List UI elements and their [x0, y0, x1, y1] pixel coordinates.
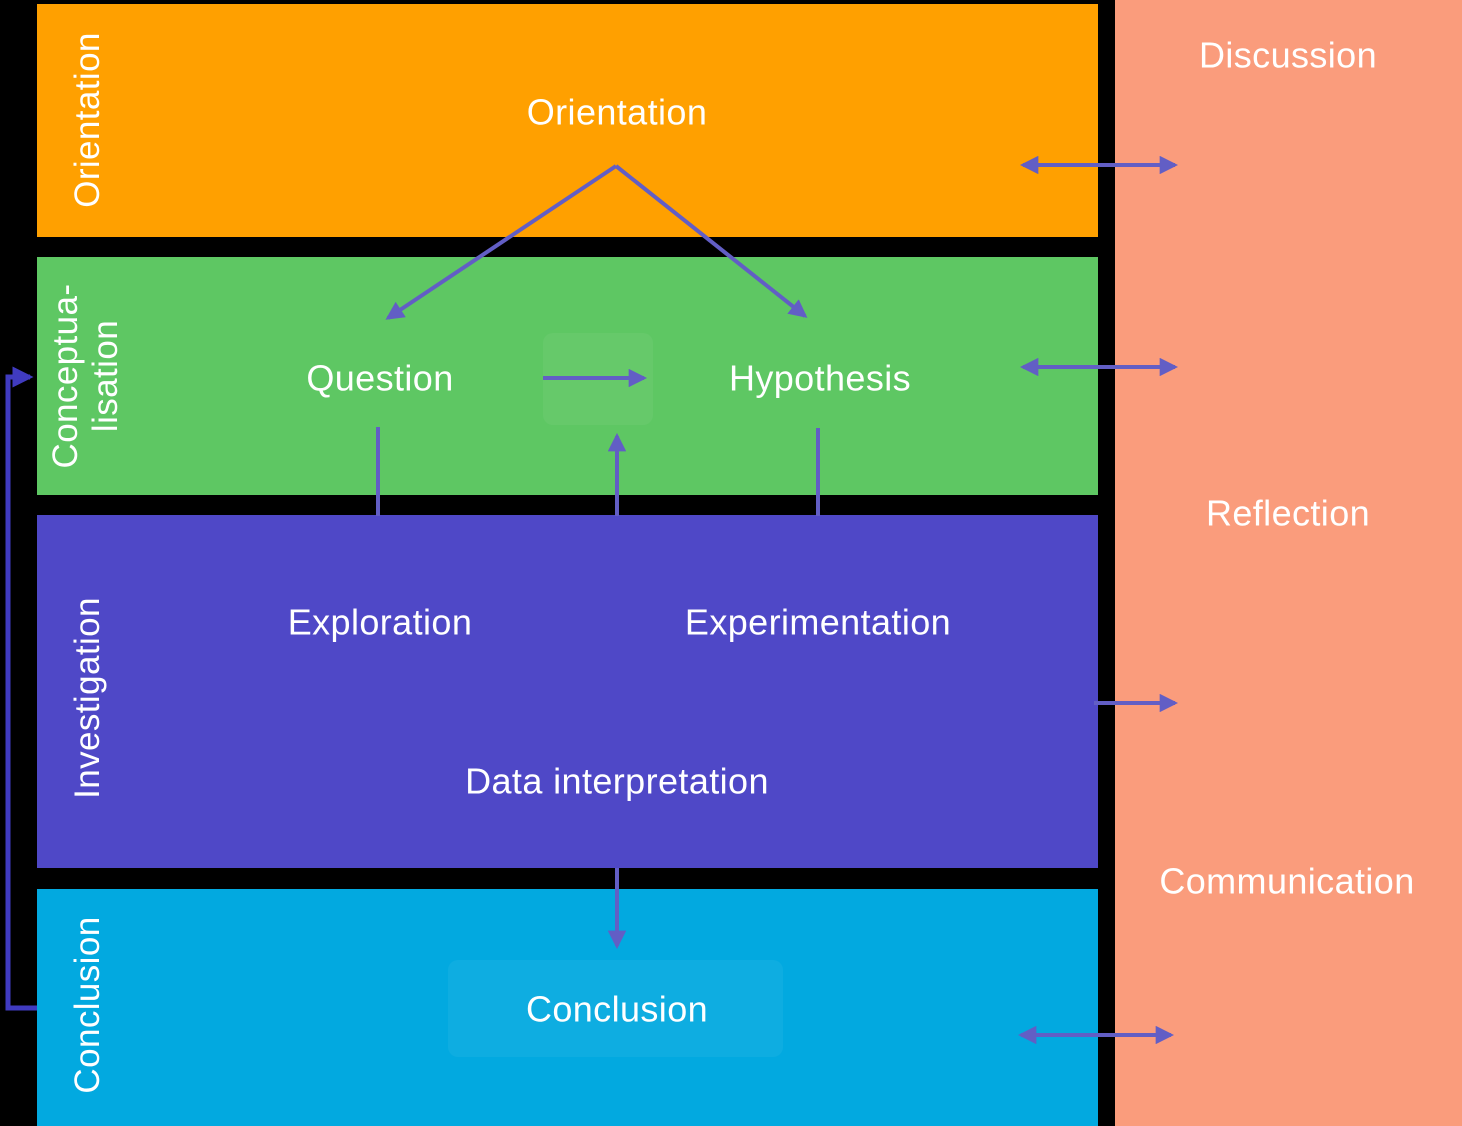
conceptualisation-phase-label-line1: Conceptua- [45, 283, 85, 469]
highlight-overlay [448, 960, 783, 1057]
exploration-node: Exploration [287, 601, 473, 643]
experimentation-node: Experimentation [684, 601, 952, 643]
arrow-conclusion-loop-to-conceptualisation [5, 366, 37, 1011]
conceptualisation-phase-label: Conceptua- lisation [46, 176, 127, 576]
arrow-orientation-to-question [385, 164, 618, 320]
discussion-reflection-side-panel [1115, 0, 1462, 1126]
investigation-band [37, 515, 1098, 868]
data-interpretation-node: Data interpretation [465, 760, 769, 802]
reflection-label: Reflection [1205, 492, 1371, 534]
arrow-orientation-to-hypothesis [614, 164, 808, 318]
discussion-label: Discussion [1198, 34, 1378, 76]
investigation-phase-label: Investigation [67, 597, 107, 799]
hypothesis-node: Hypothesis [728, 357, 912, 399]
question-node: Question [306, 357, 454, 399]
conclusion-band [37, 889, 1098, 1126]
conceptualisation-phase-label-line2: lisation [86, 319, 125, 433]
communication-label: Communication [1159, 860, 1415, 902]
conclusion-node: Conclusion [525, 988, 709, 1030]
conclusion-phase-label: Conclusion [67, 916, 107, 1094]
orientation-node: Orientation [526, 91, 708, 133]
